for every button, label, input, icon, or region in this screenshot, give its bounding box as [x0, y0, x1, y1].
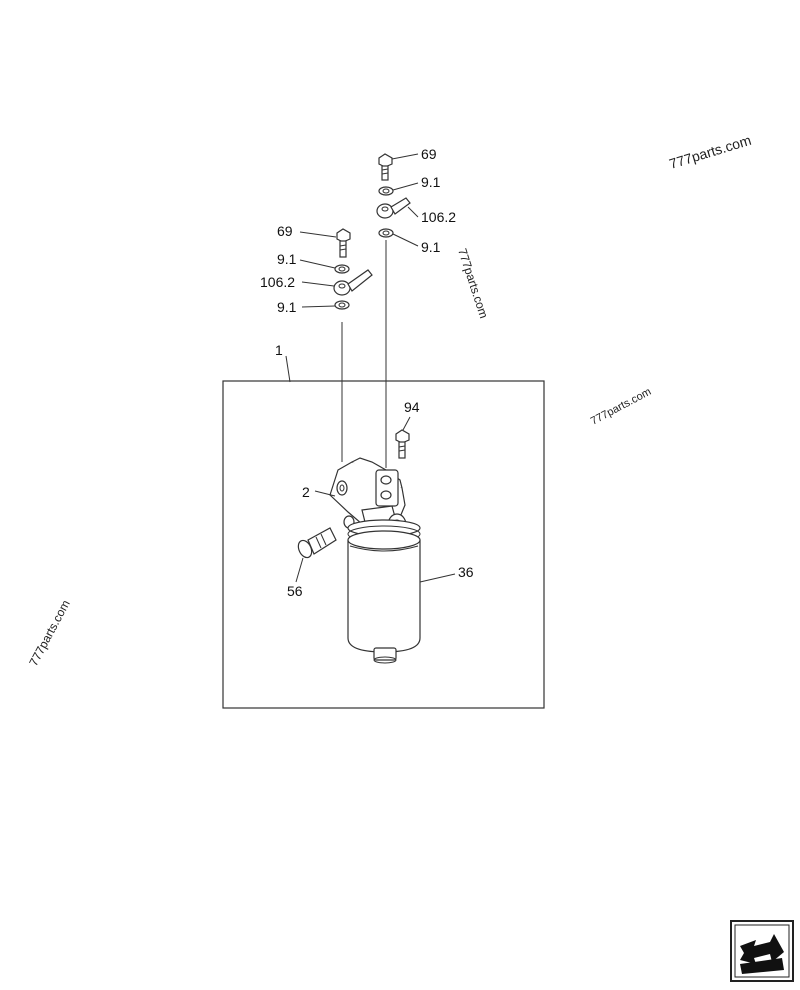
- return-button[interactable]: [730, 920, 794, 982]
- filter-head[interactable]: [329, 457, 421, 543]
- return-arrow-icon: [730, 920, 794, 982]
- callout-69-top: 69: [421, 146, 437, 162]
- banjo-106-2-left[interactable]: [333, 269, 373, 296]
- callout-2: 2: [302, 484, 310, 500]
- watermark-vertical: 777parts.com: [455, 247, 491, 320]
- callout-69-left: 69: [277, 223, 293, 239]
- callout-9-1-left-upper: 9.1: [277, 251, 297, 267]
- washer-9-1-left-upper[interactable]: [334, 264, 350, 274]
- callout-9-1-top-upper: 9.1: [421, 174, 441, 190]
- washer-9-1-top-lower[interactable]: [378, 228, 394, 238]
- callout-94: 94: [404, 399, 420, 415]
- callout-106-2-top: 106.2: [421, 209, 456, 225]
- bolt-69-left[interactable]: [336, 228, 351, 258]
- filter-cartridge[interactable]: [347, 530, 421, 664]
- leader-lines: [285, 153, 456, 583]
- watermark-mid-right: 777parts.com: [589, 386, 653, 428]
- assembly-box: [222, 380, 545, 709]
- callout-9-1-top-lower: 9.1: [421, 239, 441, 255]
- callout-106-2-left: 106.2: [260, 274, 295, 290]
- callout-9-1-left-lower: 9.1: [277, 299, 297, 315]
- watermark-left: 777parts.com: [26, 598, 72, 669]
- banjo-106-2-top[interactable]: [376, 197, 411, 219]
- plug-56[interactable]: [296, 527, 337, 560]
- washer-9-1-top-upper[interactable]: [378, 186, 394, 196]
- callout-1: 1: [275, 342, 283, 358]
- bolt-69-top[interactable]: [378, 153, 393, 181]
- callout-56: 56: [287, 583, 303, 599]
- bolt-94[interactable]: [395, 429, 410, 459]
- callout-36: 36: [458, 564, 474, 580]
- washer-9-1-left-lower[interactable]: [334, 300, 350, 310]
- watermark-top-right: 777parts.com: [667, 132, 753, 172]
